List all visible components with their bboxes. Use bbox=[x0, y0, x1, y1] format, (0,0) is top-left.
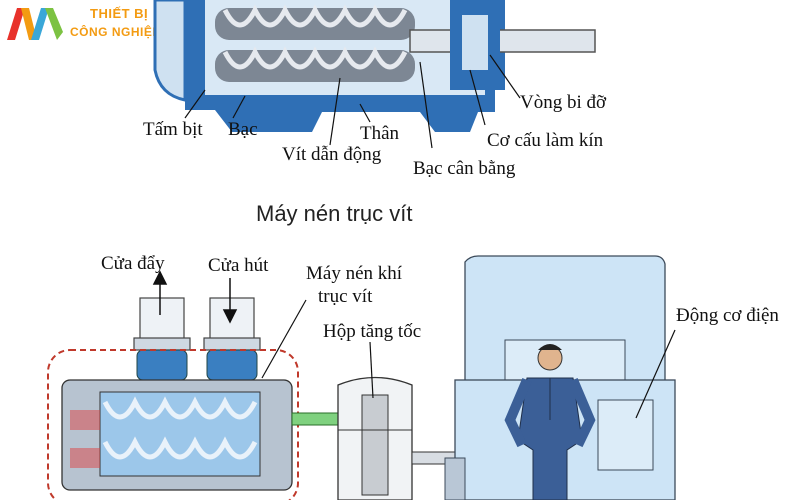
label-discharge-port: Cửa đẩy bbox=[101, 253, 165, 274]
label-sealing-mechanism: Cơ cấu làm kín bbox=[487, 130, 604, 151]
coupling-shaft bbox=[291, 412, 339, 426]
label-compressor-line1: Máy nén khí bbox=[306, 263, 403, 284]
logo-stroke-green bbox=[45, 8, 63, 40]
worker-figure bbox=[504, 344, 596, 500]
diagram-title: Máy nén trục vít bbox=[256, 201, 413, 226]
label-motor: Động cơ điện bbox=[676, 305, 779, 326]
gearbox-body bbox=[337, 376, 413, 500]
discharge-pipe bbox=[133, 297, 191, 381]
flow-arrows bbox=[152, 270, 238, 324]
label-body: Thân bbox=[360, 123, 400, 144]
label-bushing: Bạc bbox=[228, 119, 258, 140]
left-cover-plate bbox=[153, 0, 187, 102]
label-gearbox: Hộp tăng tốc bbox=[323, 321, 422, 342]
label-suction-port: Cửa hút bbox=[208, 255, 269, 276]
screw-pump-cross-section bbox=[153, 0, 596, 149]
logo-text-line1: THIẾT BỊ bbox=[90, 6, 149, 21]
logo-stroke-red bbox=[7, 8, 25, 40]
label-drive-screw: Vít dẫn động bbox=[282, 144, 382, 165]
drive-screw-assembly bbox=[215, 4, 415, 82]
logo-stroke-orange bbox=[21, 8, 37, 40]
label-compressor-line2: trục vít bbox=[318, 286, 373, 307]
screw-compressor-body bbox=[61, 379, 293, 491]
compressor-dashed-boundary bbox=[47, 349, 299, 500]
company-logo bbox=[7, 8, 63, 40]
label-balance-bushing: Bạc cân bằng bbox=[413, 158, 516, 179]
logo-stroke-blue bbox=[31, 8, 49, 40]
label-support-bearing: Vòng bi đỡ bbox=[520, 92, 607, 113]
label-seal-plate: Tấm bịt bbox=[143, 119, 203, 140]
